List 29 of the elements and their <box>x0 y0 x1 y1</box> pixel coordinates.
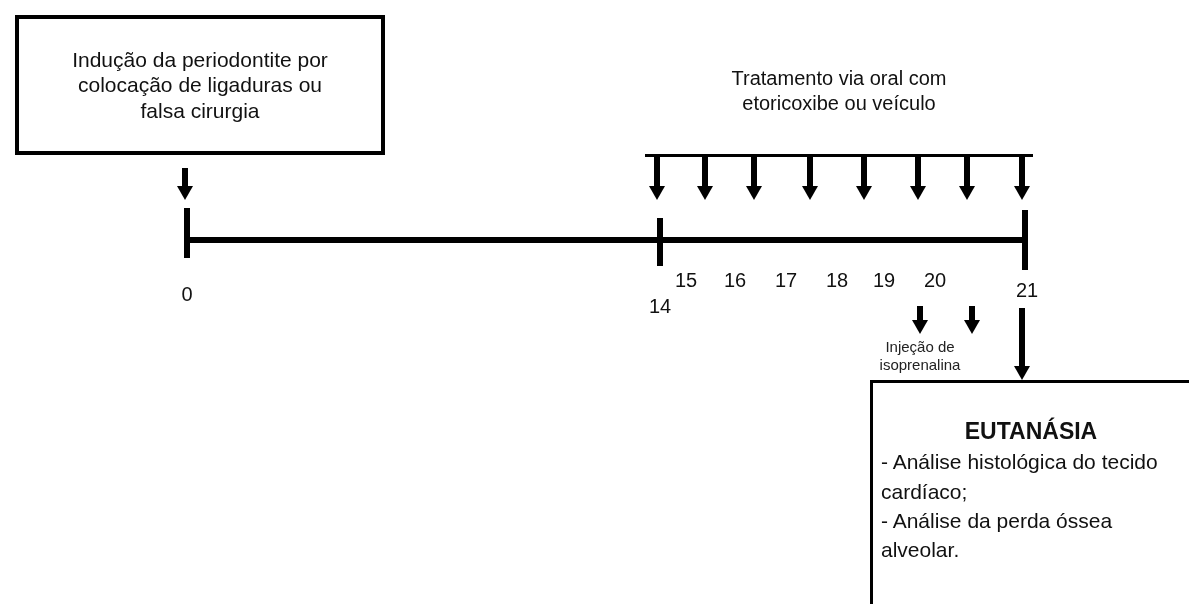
arrow <box>746 157 762 200</box>
box-text: Indução da periodontite por colocação de ligaduras ou falsa cirurgia <box>71 47 329 123</box>
day-number: 0 <box>181 284 193 304</box>
arrow <box>910 157 926 200</box>
box-heading: EUTANÁSIA <box>964 416 1098 446</box>
arrow <box>649 157 665 200</box>
day-number: 18 <box>825 270 849 290</box>
arrow <box>1014 157 1030 200</box>
day-number: 20 <box>923 270 947 290</box>
day-number: 16 <box>723 270 747 290</box>
arrow <box>1014 308 1030 380</box>
box-text: - Análise histológica do tecido cardíaco; <box>880 449 1159 505</box>
day-number: 19 <box>872 270 896 290</box>
arrow <box>802 157 818 200</box>
step-box <box>870 380 1189 604</box>
day-number: 15 <box>674 270 698 290</box>
arrow <box>697 157 713 200</box>
arrow <box>856 157 872 200</box>
arrow <box>959 157 975 200</box>
day-number: 21 <box>1015 280 1039 300</box>
day-number: 17 <box>774 270 798 290</box>
box-text: Injeção de isoprenalina <box>878 338 962 374</box>
box-text: - Análise da perda óssea alveolar. <box>880 507 1114 564</box>
day-number: 14 <box>648 296 672 316</box>
arrow <box>912 306 928 334</box>
step-box <box>15 15 385 155</box>
arrow <box>964 306 980 334</box>
box-text: Tratamento via oral com etoricoxibe ou veículo <box>730 66 948 116</box>
arrow <box>177 168 193 200</box>
